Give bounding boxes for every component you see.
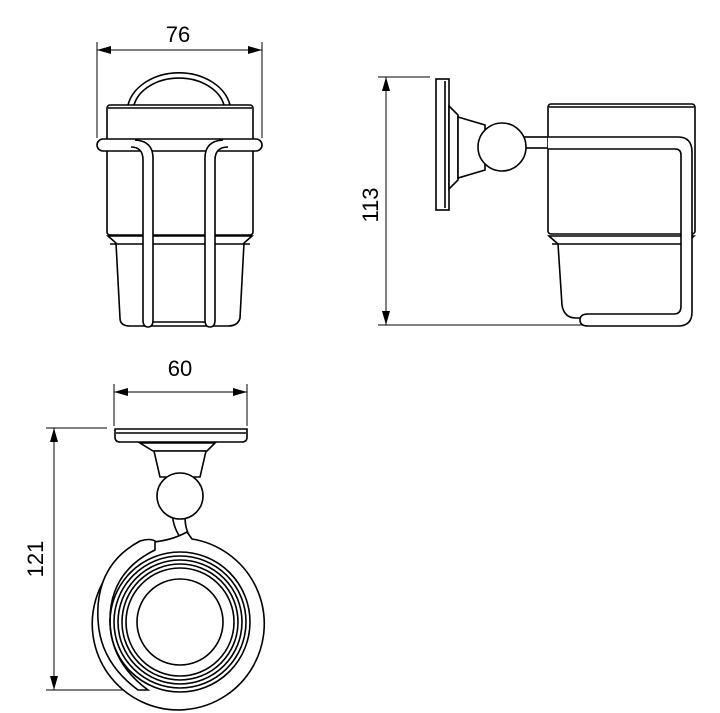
dimension-121: 121 xyxy=(23,541,48,578)
dimension-76: 76 xyxy=(166,22,190,47)
dimension-60: 60 xyxy=(168,356,192,381)
side-view: 113 xyxy=(358,76,696,327)
dimension-113: 113 xyxy=(358,187,383,222)
front-view: 76 xyxy=(96,22,263,328)
top-view: 60 121 xyxy=(23,356,266,711)
